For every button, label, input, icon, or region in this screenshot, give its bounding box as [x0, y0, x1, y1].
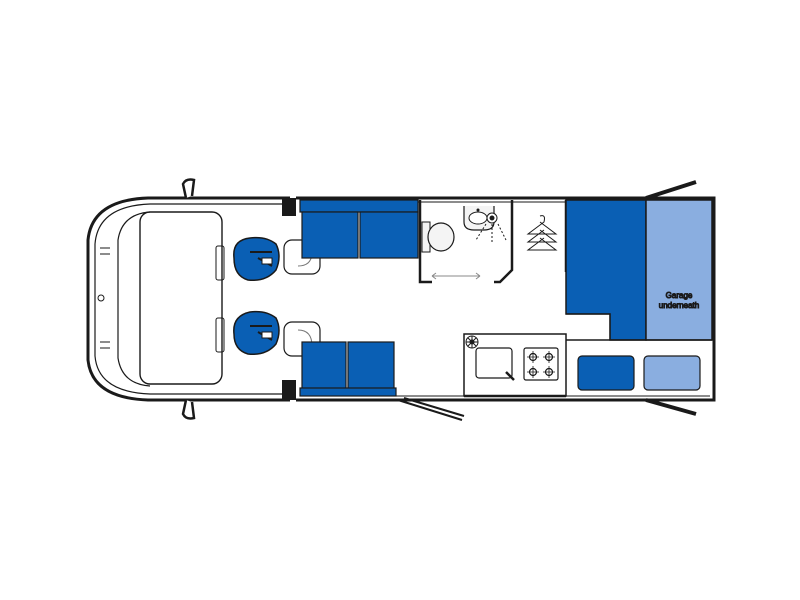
toilet-icon	[421, 221, 455, 253]
cab-seat-driver	[233, 236, 280, 282]
cab-outer-body	[86, 196, 290, 402]
mirror-bottom	[181, 399, 196, 420]
kitchen	[463, 333, 567, 398]
cab	[86, 178, 296, 420]
windscreen	[117, 211, 151, 387]
shower-icon	[475, 212, 507, 242]
bench-seat-right	[359, 211, 419, 259]
seat-belt-buckle	[261, 257, 273, 265]
door-icon	[645, 180, 697, 200]
sliding-door-icon	[431, 272, 481, 280]
wardrobe	[526, 215, 558, 251]
front-lounge-bottom	[299, 341, 397, 397]
extractor-fan-icon	[465, 335, 479, 349]
door-icon	[397, 397, 465, 421]
cab-seat-icon	[233, 310, 280, 356]
cab-seat-passenger	[233, 310, 280, 356]
garage-area	[645, 199, 713, 341]
bonnet-dashboard	[139, 211, 223, 385]
garage-label-line1: Garage	[666, 291, 693, 300]
bench-backrest	[299, 387, 397, 397]
mirror-top	[181, 178, 196, 199]
bench-seat-left	[301, 341, 347, 391]
cab-seat-icon	[233, 236, 280, 282]
cab-pillar-top	[282, 198, 296, 216]
bench-seat-right	[347, 341, 395, 391]
cab-inner-body	[94, 203, 286, 395]
bed-blue-area	[565, 199, 647, 341]
door-icon	[645, 398, 697, 416]
front-lounge-top	[299, 199, 419, 259]
sink-icon	[475, 347, 515, 381]
washroom-wall	[418, 200, 432, 284]
dashboard-console	[215, 245, 225, 281]
dashboard-console-lower	[215, 317, 225, 353]
headlight	[97, 294, 105, 302]
pillow-left	[577, 355, 635, 391]
doors	[397, 180, 697, 421]
washroom-wall-right	[494, 200, 514, 284]
seat-belt-buckle	[261, 331, 273, 339]
garage-label-line2: underneath	[659, 301, 699, 310]
bench-backrest	[299, 199, 419, 213]
washroom	[418, 200, 568, 284]
hanger-icon	[526, 215, 558, 251]
pillow-right	[643, 355, 701, 391]
bench-seat-left	[301, 211, 359, 259]
grille	[100, 247, 110, 349]
rear-bedroom: Garage underneath	[565, 198, 716, 400]
bed-corner	[566, 313, 611, 340]
hob-icon	[523, 347, 559, 381]
washbasin-icon	[463, 206, 495, 231]
cab-pillar-bottom	[282, 380, 296, 400]
